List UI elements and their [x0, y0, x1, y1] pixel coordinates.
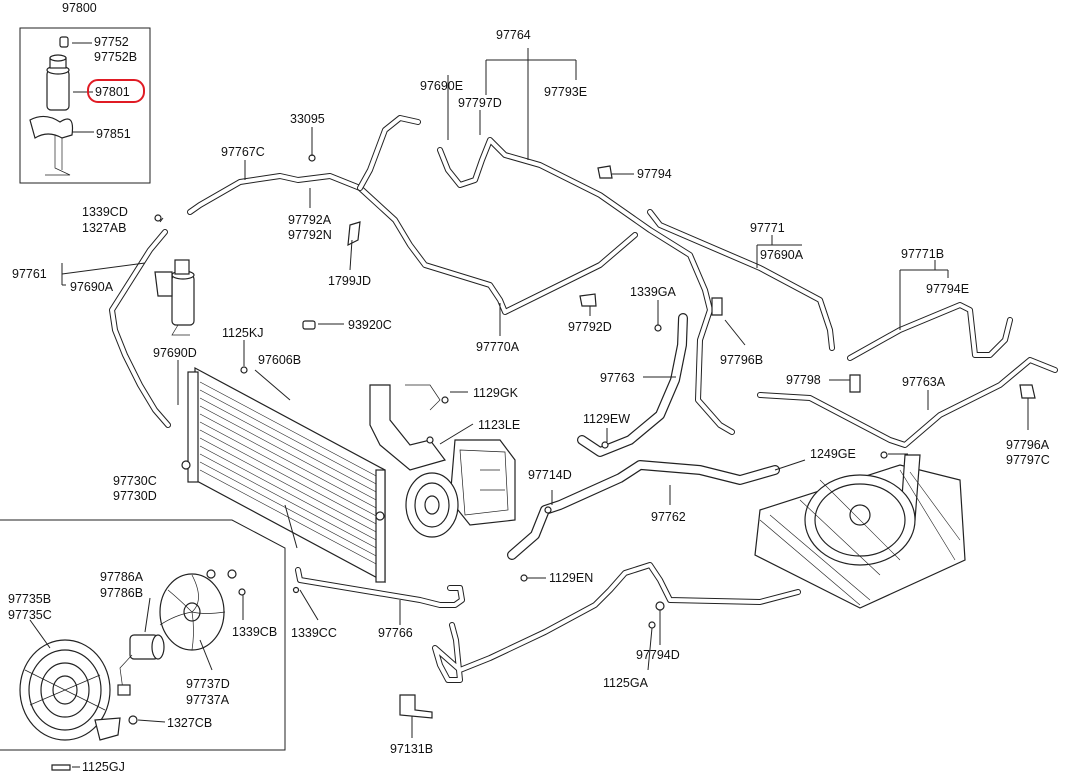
- callout-1129ew: 1129EW: [583, 412, 630, 426]
- compressor-bracket-part: [369, 384, 447, 471]
- callout-97786b: 97786B: [100, 586, 143, 600]
- highlight-97801: [87, 79, 145, 103]
- ac-pipes: [109, 115, 1058, 683]
- callout-1327cb: 1327CB: [167, 716, 212, 730]
- callout-97690e: 97690E: [420, 79, 463, 93]
- callout-97792d: 97792D: [568, 320, 612, 334]
- callout-97797c: 97797C: [1006, 453, 1050, 467]
- callout-97752b: 97752B: [94, 50, 137, 64]
- callout-97690a-right: 97690A: [760, 248, 804, 262]
- callout-97730d: 97730D: [113, 489, 157, 503]
- drier-cap-part: [59, 36, 69, 48]
- callout-1125ga: 1125GA: [603, 676, 649, 690]
- callout-97792n: 97792N: [288, 228, 332, 242]
- callout-97735b: 97735B: [8, 592, 51, 606]
- fan-motor-part: [117, 634, 165, 696]
- callout-1799jd: 1799JD: [328, 274, 371, 288]
- ac-hoses: [507, 313, 780, 560]
- callout-97797d: 97797D: [458, 96, 502, 110]
- callout-93920c: 93920C: [348, 318, 392, 332]
- callout-97131b: 97131B: [390, 742, 433, 756]
- callout-1339cb: 1339CB: [232, 625, 277, 639]
- leader-lines: [29, 42, 1029, 768]
- callout-97762: 97762: [651, 510, 686, 524]
- callout-97794: 97794: [637, 167, 672, 181]
- small-hardware: [51, 154, 1036, 771]
- callout-97796a: 97796A: [1006, 438, 1050, 452]
- callout-1123le: 1123LE: [478, 418, 520, 432]
- callout-labels: 97800 97752 97752B 97801 97851 97764 976…: [8, 1, 1050, 772]
- callout-1339ga: 1339GA: [630, 285, 677, 299]
- callout-97770a: 97770A: [476, 340, 520, 354]
- callout-97767c: 97767C: [221, 145, 265, 159]
- callout-97771b: 97771B: [901, 247, 944, 261]
- callout-1339cc: 1339CC: [291, 626, 337, 640]
- callout-97761: 97761: [12, 267, 47, 281]
- callout-97690a-left: 97690A: [70, 280, 114, 294]
- callout-97763a: 97763A: [902, 375, 946, 389]
- callout-97764: 97764: [496, 28, 531, 42]
- condenser-part: [181, 366, 386, 584]
- callout-1339cd: 1339CD: [82, 205, 128, 219]
- receiver-drier-part: [46, 54, 70, 111]
- receiver-drier-main-part: [154, 259, 195, 336]
- callout-97798: 97798: [786, 373, 821, 387]
- callout-97792a: 97792A: [288, 213, 332, 227]
- callout-97794e: 97794E: [926, 282, 969, 296]
- drier-bracket-part: [29, 115, 74, 176]
- callout-97737a: 97737A: [186, 693, 230, 707]
- callout-1327ab: 1327AB: [82, 221, 126, 235]
- callout-97690d: 97690D: [153, 346, 197, 360]
- fan-blade-part: [159, 573, 226, 651]
- callout-97793e: 97793E: [544, 85, 587, 99]
- callout-1125gj: 1125GJ: [82, 760, 125, 772]
- callout-97714d: 97714D: [528, 468, 572, 482]
- callout-97801: 97801: [95, 85, 130, 99]
- callout-97763: 97763: [600, 371, 635, 385]
- fan-shroud-part: [19, 639, 121, 741]
- callout-1129gk: 1129GK: [473, 386, 519, 400]
- callout-97737d: 97737D: [186, 677, 230, 691]
- callout-97794d: 97794D: [636, 648, 680, 662]
- callout-33095: 33095: [290, 112, 325, 126]
- receiver-drier-inset-box: [19, 27, 151, 184]
- callout-97786a: 97786A: [100, 570, 144, 584]
- callout-97766: 97766: [378, 626, 413, 640]
- callout-97730c: 97730C: [113, 474, 157, 488]
- radiator-fan-shroud-part: [754, 454, 966, 609]
- callout-1125kj: 1125KJ: [222, 326, 263, 340]
- callout-97606b: 97606B: [258, 353, 301, 367]
- callout-97752: 97752: [94, 35, 129, 49]
- compressor-part: [405, 439, 516, 538]
- callout-1129en: 1129EN: [549, 571, 593, 585]
- callout-1249ge: 1249GE: [810, 447, 856, 461]
- fan-nuts-part: [206, 569, 246, 596]
- callout-97800: 97800: [62, 1, 97, 15]
- callout-97735c: 97735C: [8, 608, 52, 622]
- fan-assembly-inset-box: [0, 519, 286, 751]
- callout-97796b: 97796B: [720, 353, 763, 367]
- callout-97771: 97771: [750, 221, 785, 235]
- callout-97851: 97851: [96, 127, 131, 141]
